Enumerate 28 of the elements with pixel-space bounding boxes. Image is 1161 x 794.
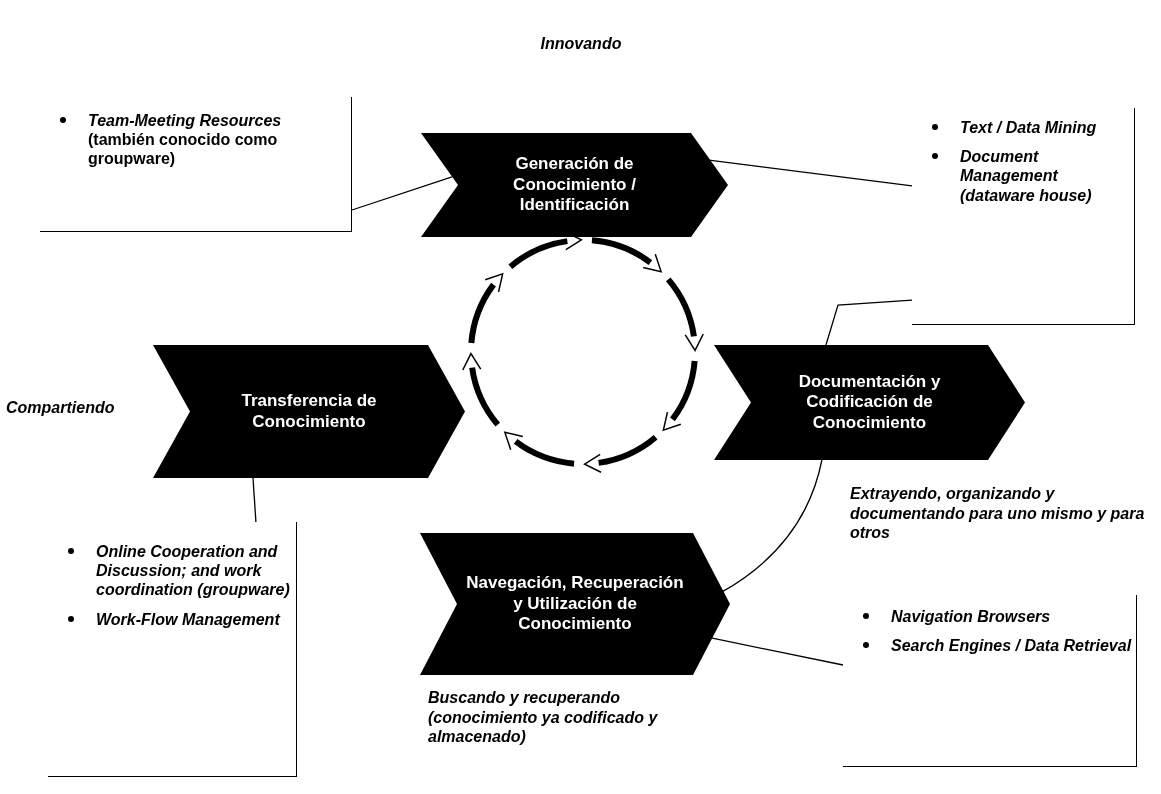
stage-title: Generación de Conocimiento / Identificación <box>512 153 637 217</box>
chevron-shape <box>420 533 730 675</box>
leader-line <box>825 299 913 346</box>
bullet-text: Text / Data Mining <box>960 119 1097 136</box>
leader-line <box>721 459 823 593</box>
callout-box <box>48 522 297 777</box>
chevron-shape <box>714 345 1025 460</box>
leader-line <box>710 637 844 666</box>
stage-caption: Buscando y recuperando (conocimiento ya codificado y almacenado) <box>428 688 659 747</box>
bullet-text: Work-Flow Management <box>96 610 280 628</box>
stage-title: Navegación, Recuperación y Utilización de Conocimiento <box>465 572 685 636</box>
chevron-shape <box>421 133 728 237</box>
bullet-text: Online Cooperation and Discussion; and work coordination (groupware) <box>96 543 290 599</box>
stage-title: Transferencia de Conocimiento <box>240 390 378 433</box>
callout-box <box>843 595 1137 767</box>
stage-title: Documentación y Codificación de Conocimiento <box>797 370 942 434</box>
bullet-text: Search Engines / Data Retrieval <box>891 637 1132 655</box>
callout-box <box>40 97 352 232</box>
bullet-text: Document Management (dataware house) <box>960 148 1092 204</box>
stage-caption: Innovando <box>539 34 623 54</box>
stage-caption: Compartiendo <box>6 398 116 418</box>
stage-caption: Extrayendo, organizando y documentando para uno mismo y para otros <box>850 484 1146 543</box>
bullet-text: Team-Meeting Resources (también conocido como groupware) <box>88 112 282 168</box>
callout-box <box>912 108 1135 325</box>
chevron-shape <box>153 345 465 478</box>
leader-line <box>351 176 453 211</box>
leader-line <box>252 477 257 523</box>
bullet-text: Navigation Browsers <box>891 608 1051 625</box>
